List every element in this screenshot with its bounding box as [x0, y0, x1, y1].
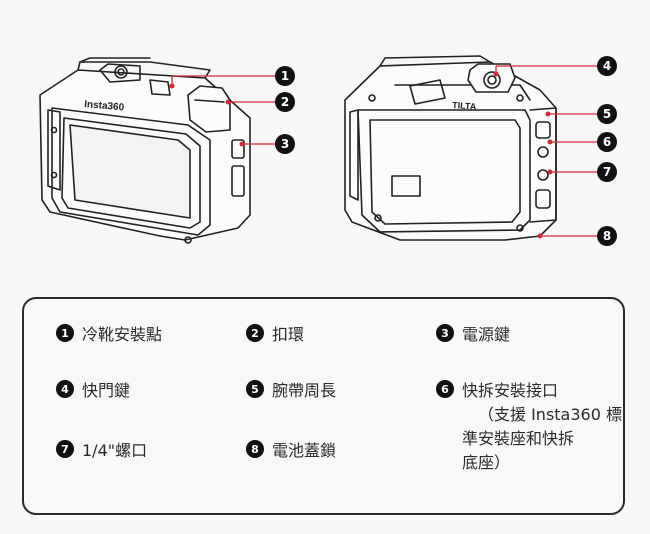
legend-badge: 5: [246, 380, 264, 398]
callout-8: 8: [597, 226, 617, 246]
callout-2: 2: [275, 92, 295, 112]
legend-item-quick-release: 6 快拆安裝接口 （支援 Insta360 標 準安裝座和快拆 底座）: [436, 379, 622, 475]
legend-item-shutter: 4 快門鍵: [56, 379, 130, 403]
legend-label: 電源鍵: [462, 325, 511, 344]
legend-note-line-3: 底座）: [462, 453, 511, 472]
callout-3: 3: [275, 134, 295, 154]
legend-badge: 2: [246, 324, 264, 342]
legend-note-line-2: 準安裝座和快拆: [462, 429, 575, 448]
callout-7: 7: [597, 162, 617, 182]
legend-label: 電池蓋鎖: [272, 441, 337, 460]
legend-badge: 6: [436, 380, 454, 398]
legend-label: 冷靴安裝點: [82, 325, 163, 344]
legend-item-cold-shoe: 1 冷靴安裝點: [56, 323, 162, 347]
legend-badge: 8: [246, 440, 264, 458]
callout-4: 4: [597, 56, 617, 76]
legend-note-line-1: （支援 Insta360 標: [478, 405, 622, 424]
legend-item-screw-mount: 7 1/4"螺口: [56, 439, 147, 463]
callout-lines: [169, 65, 598, 239]
insta360-logo-mark: Insta360: [84, 99, 125, 113]
callout-6: 6: [597, 132, 617, 152]
legend-label: 腕帶周長: [272, 381, 337, 400]
legend-item-buckle: 2 扣環: [246, 323, 304, 347]
left-cage-drawing: [39, 57, 251, 244]
legend-item-wrist-strap: 5 腕帶周長: [246, 379, 336, 403]
right-cage-drawing: [344, 55, 557, 241]
legend-label: 快拆安裝接口: [462, 381, 559, 400]
legend-badge: 7: [56, 440, 74, 458]
legend-item-battery-lock: 8 電池蓋鎖: [246, 439, 336, 463]
legend-label: 快門鍵: [82, 381, 131, 400]
legend-item-power-button: 3 電源鍵: [436, 323, 510, 347]
legend-badge: 4: [56, 380, 74, 398]
callout-1: 1: [275, 66, 295, 86]
legend-label: 1/4"螺口: [82, 441, 148, 460]
legend-label: 扣環: [272, 325, 305, 344]
tilta-logo-mark: TILTA: [452, 100, 477, 112]
cage-illustration: Insta360: [39, 55, 598, 244]
legend-badge: 1: [56, 324, 74, 342]
legend-box: 1 冷靴安裝點 2 扣環 3 電源鍵 4 快門鍵 5 腕帶周長 6 快拆安裝接口…: [22, 297, 625, 515]
callout-5: 5: [597, 104, 617, 124]
legend-badge: 3: [436, 324, 454, 342]
